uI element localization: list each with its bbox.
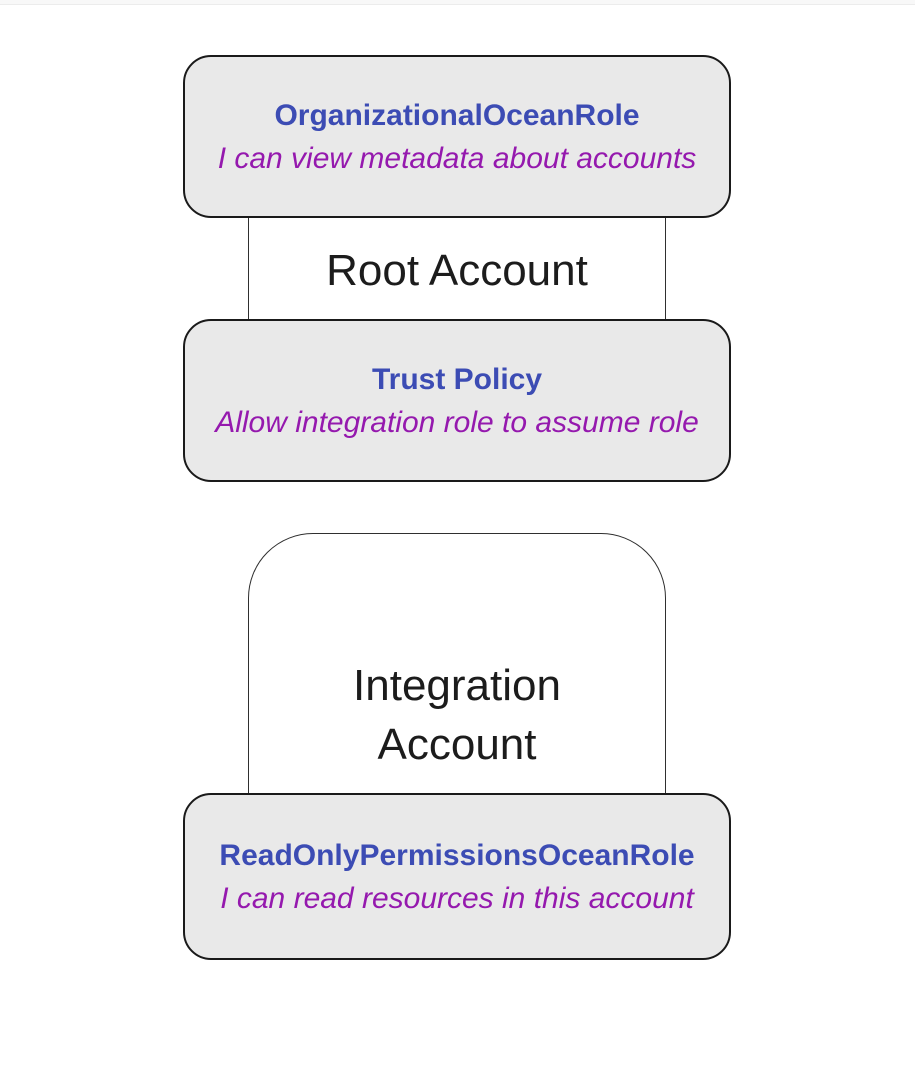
node-organizational-ocean-role-description: I can view metadata about accounts [217, 141, 697, 175]
node-organizational-ocean-role-title: OrganizationalOceanRole [274, 98, 640, 132]
cluster-integration-account-label: Integration Account [249, 534, 665, 895]
node-organizational-ocean-role: OrganizationalOceanRole I can view metad… [183, 55, 731, 218]
node-readonly-permissions-ocean-role-title: ReadOnlyPermissionsOceanRole [219, 838, 695, 872]
node-trust-policy: Trust Policy Allow integration role to a… [183, 319, 731, 482]
top-edge-line [0, 0, 915, 5]
node-trust-policy-title: Trust Policy [371, 362, 543, 396]
cluster-root-account-label: Root Account [326, 245, 588, 295]
node-readonly-permissions-ocean-role-description: I can read resources in this account [220, 881, 694, 915]
cluster-integration-account-label-text: Integration Account [353, 660, 561, 769]
node-trust-policy-description: Allow integration role to assume role [215, 405, 699, 439]
node-readonly-permissions-ocean-role: ReadOnlyPermissionsOceanRole I can read … [183, 793, 731, 960]
